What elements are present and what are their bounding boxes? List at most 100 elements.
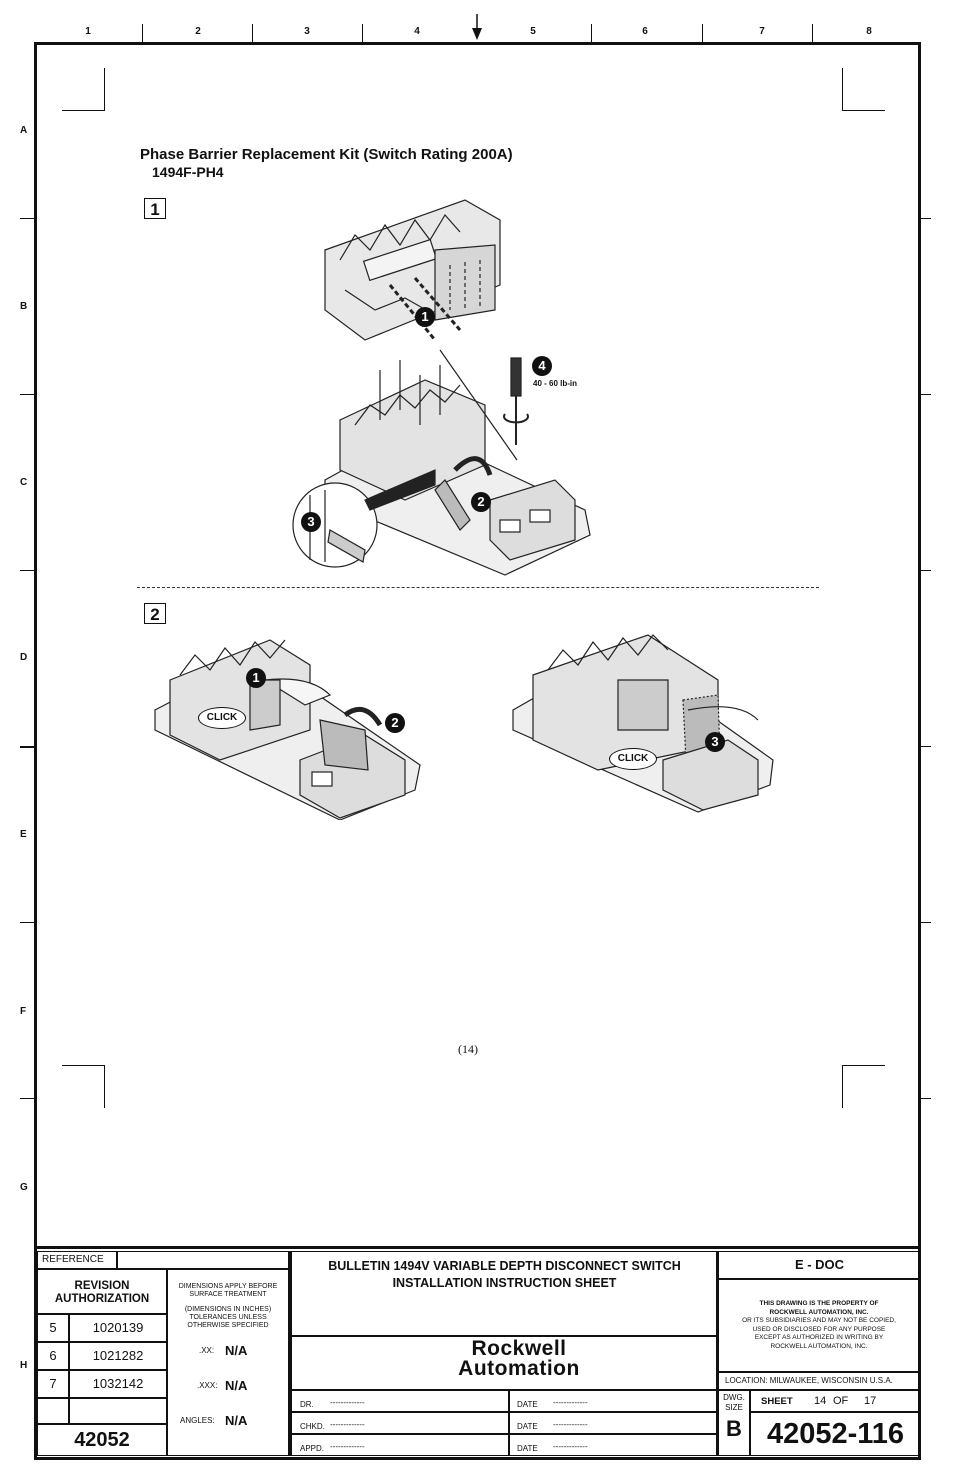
checked-label: CHKD. [300, 1422, 325, 1431]
title-block: REFERENCE REVISION AUTHORIZATION 5 10201… [34, 1246, 921, 1460]
reference-label: REFERENCE [37, 1251, 117, 1269]
grid-tick [921, 1098, 931, 1099]
approved-value: ------------- [330, 1442, 365, 1451]
revision-number [37, 1398, 69, 1424]
grid-tick [20, 922, 34, 923]
callout-3: 3 [705, 732, 725, 752]
property-line: ROCKWELL AUTOMATION, INC. [770, 1342, 868, 1350]
callout-1: 1 [415, 307, 435, 327]
step-1-illustration [292, 199, 591, 576]
date-label: DATE [517, 1444, 538, 1453]
click-label-right: CLICK [609, 748, 657, 770]
grid-tick [20, 1098, 34, 1099]
callout-1: 1 [246, 668, 266, 688]
row-letter: H [20, 1360, 28, 1371]
dwg-size: B [726, 1416, 742, 1441]
drawn-by-row [289, 1390, 509, 1412]
reference-value [117, 1251, 289, 1269]
date-value: ------------- [553, 1398, 588, 1407]
sheet-total: 17 [864, 1395, 877, 1407]
approved-by-row [289, 1434, 509, 1456]
document-title-cell [289, 1251, 717, 1336]
tolerance-xxx-label: .XXX: [197, 1381, 218, 1390]
grid-tick [921, 746, 931, 747]
grid-tick [921, 394, 931, 395]
company-logo: Rockwell Automation [419, 1337, 619, 1380]
checked-value: ------------- [330, 1420, 365, 1429]
document-title: BULLETIN 1494V VARIABLE DEPTH DISCONNECT… [328, 1259, 681, 1273]
center-arrow-icon [472, 14, 482, 40]
tolerance-xx-label: .XX: [199, 1346, 215, 1355]
tolerance-xxx-value: N/A [225, 1378, 248, 1393]
document-subtitle: INSTALLATION INSTRUCTION SHEET [392, 1276, 617, 1290]
dwg-size-cell [717, 1390, 750, 1456]
property-line: USED OR DISCLOSED FOR ANY PURPOSE [752, 1325, 886, 1333]
crop-mark [62, 1065, 105, 1108]
grid-tick [362, 24, 363, 42]
column-number: 6 [642, 26, 648, 37]
logo-text-line2: Automation [458, 1357, 580, 1380]
column-number: 4 [414, 26, 420, 37]
grid-tick [702, 24, 703, 42]
date-label: DATE [517, 1400, 538, 1409]
callout-2: 2 [471, 492, 491, 512]
revision-authorization-label: REVISION AUTHORIZATION [37, 1269, 167, 1314]
column-number: 8 [866, 26, 872, 37]
callout-3: 3 [301, 512, 321, 532]
sheet-number: 14 [814, 1395, 827, 1407]
column-number: 7 [759, 26, 765, 37]
grid-tick [252, 24, 253, 42]
company-logo-cell [289, 1336, 717, 1390]
page-number: (14) [458, 1042, 478, 1056]
dimension-note: DIMENSIONS APPLY BEFORE SURFACE TREATMEN… [178, 1283, 278, 1298]
column-number: 2 [195, 26, 201, 37]
angles-label: ANGLES: [180, 1416, 215, 1425]
torque-spec: 40 - 60 lb-in [533, 379, 578, 388]
property-line: OR ITS SUBSIDIARIES AND MAY NOT BE COPIE… [742, 1317, 896, 1324]
edoc-label: E - DOC [717, 1251, 921, 1279]
row-letter: E [20, 829, 27, 840]
click-label-left: CLICK [198, 707, 246, 729]
sheet-row [750, 1390, 921, 1412]
tolerance-note: (DIMENSIONS IN INCHES) TOLERANCES UNLESS… [184, 1306, 272, 1329]
property-line: EXCEPT AS AUTHORIZED IN WRITING BY [754, 1334, 884, 1341]
grid-tick [20, 746, 34, 748]
drawing-number: 42052-116 [750, 1412, 921, 1456]
grid-tick [591, 24, 592, 42]
callout-4: 4 [532, 356, 552, 376]
crop-mark [62, 68, 105, 111]
base-drawing-number: 42052 [37, 1424, 167, 1456]
logo-text-line1: Rockwell [471, 1337, 567, 1360]
grid-tick [921, 922, 931, 923]
checked-by-row [289, 1412, 509, 1434]
kit-number: 1494F-PH4 [152, 164, 224, 180]
property-line: THIS DRAWING IS THE PROPERTY OF [759, 1300, 879, 1307]
drawn-value: ------------- [330, 1398, 365, 1407]
callout-2: 2 [385, 713, 405, 733]
checked-date-row [509, 1412, 717, 1434]
row-letter: F [20, 1006, 27, 1017]
grid-tick [921, 218, 931, 219]
drawn-label: DR. [300, 1400, 314, 1409]
authorization-number: 1021282 [69, 1342, 167, 1370]
property-notice-cell [717, 1279, 921, 1372]
revision-number: 5 [37, 1314, 69, 1342]
drawing-frame [34, 42, 921, 1460]
column-number: 5 [530, 26, 536, 37]
row-letter: A [20, 125, 28, 136]
location: LOCATION: MILWAUKEE, WISCONSIN U.S.A. [717, 1372, 921, 1390]
revision-number: 6 [37, 1342, 69, 1370]
step-1-label: 1 [144, 198, 166, 219]
approved-label: APPD. [300, 1444, 325, 1453]
grid-tick [921, 570, 931, 571]
step-2-left-illustration [154, 639, 421, 820]
dwg-size-label: DWG. SIZE [723, 1393, 745, 1412]
column-number: 3 [304, 26, 310, 37]
section-divider [137, 587, 819, 588]
column-number: 1 [85, 26, 91, 37]
revision-number: 7 [37, 1370, 69, 1398]
grid-tick [142, 24, 143, 42]
drawn-date-row [509, 1390, 717, 1412]
step-2-label: 2 [144, 603, 166, 624]
row-letter: B [20, 301, 28, 312]
